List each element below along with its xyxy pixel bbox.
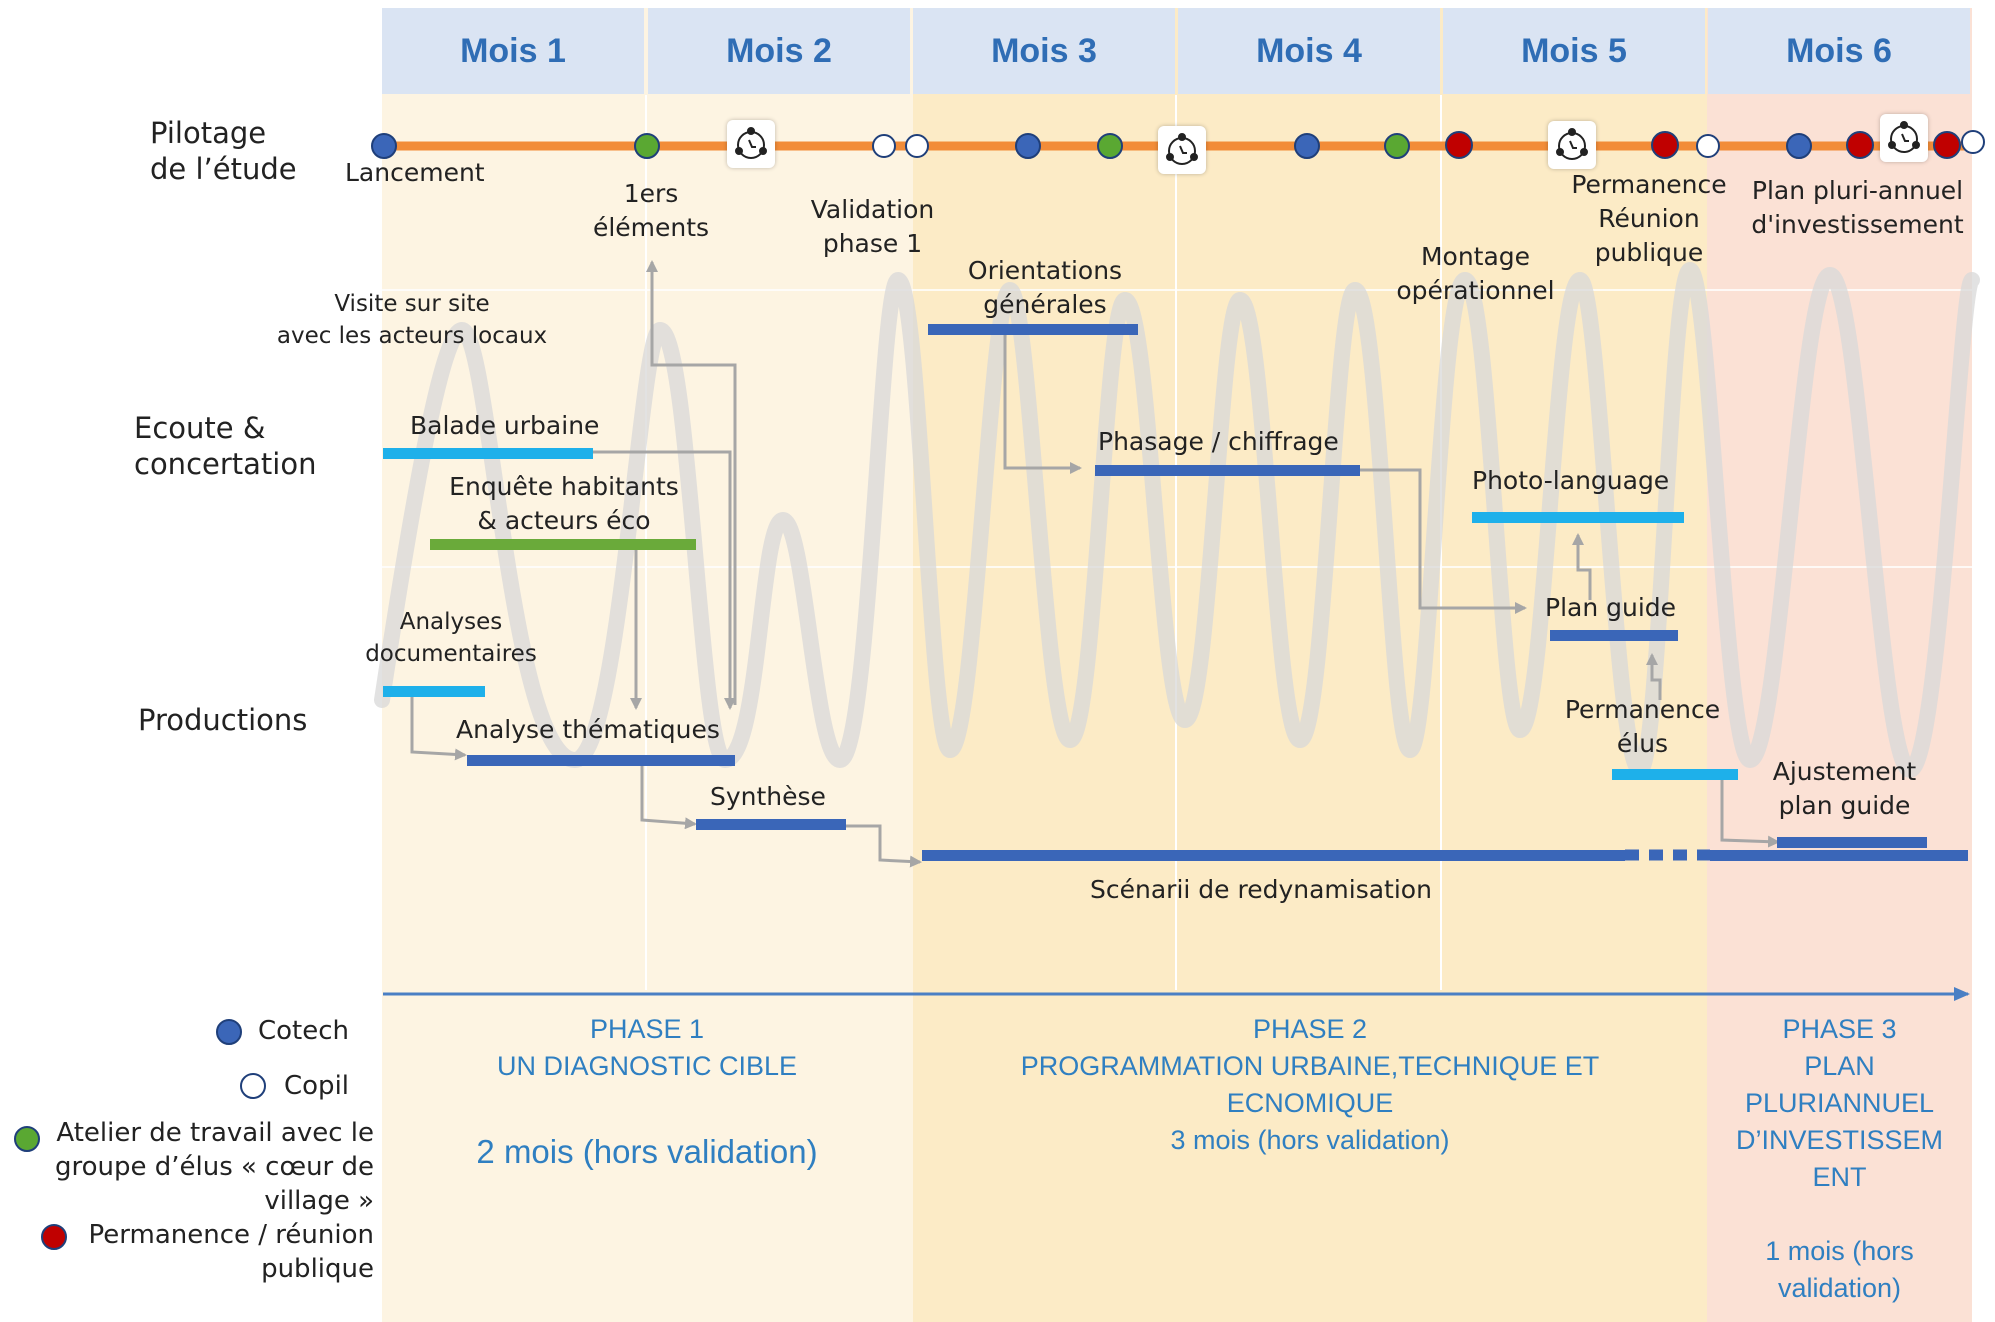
row-gridlines [382,289,1972,568]
permanence-dot [1933,131,1961,159]
label-orientations: Orientations générales [967,256,1123,319]
cotech-dot [1786,133,1812,159]
label-plan-guide: Plan guide [1545,593,1677,622]
label-enquete: Enquête habitants & acteurs éco [449,472,679,535]
legend-cotech-icon [216,1019,242,1045]
phase1-title: PHASE 1 UN DIAGNOSTIC CIBLE [496,1014,798,1081]
atelier-dot [634,133,660,159]
label-phasage: Phasage / chiffrage [1098,427,1339,456]
label-scenarii: Scénarii de redynamisation [1090,875,1432,904]
connector-analyses-to-thematiques [410,695,467,761]
scenarii-bar [922,850,1625,861]
connector-permanence-to-ajustement [1720,776,1780,848]
phasage-bar [1095,465,1360,476]
legend-cotech: Cotech [258,1016,350,1046]
cotech-dot [371,133,397,159]
legend-permanence-icon [41,1224,67,1250]
permanence-dot [1846,131,1874,159]
label-analyse-thematiques: Analyse thématiques [456,715,720,744]
row-label-productions: Productions [138,703,308,737]
legend-copil: Copil [284,1071,350,1101]
month-header-6: Mois 6 [1708,8,1970,94]
ajustement-bar [1777,837,1927,848]
month-header-1: Mois 1 [382,8,644,94]
decorative-wave [374,261,1980,779]
analyse-thematiques-bar [467,755,735,766]
label-permanence-reunion: Permanence Réunion publique [1571,170,1727,267]
connector-planguide-to-photo [1572,533,1592,600]
label-montage: Montage opérationnel [1396,242,1555,305]
phase3-description: PHASE 3 PLAN PLURIANNUEL D’INVESTISSEM E… [1707,1011,1972,1307]
copil-dot [1696,134,1720,158]
cotech-dot [1294,133,1320,159]
label-plan-pluriannuel: Plan pluri-annuel d'investissement [1751,176,1964,239]
label-lancement: Lancement [345,158,485,187]
scenarii-bar-end [1710,850,1968,861]
phase2-title: PHASE 2 PROGRAMMATION URBAINE,TECHNIQUE … [1020,1014,1600,1155]
label-visite: Visite sur site avec les acteurs locaux [276,291,548,349]
connector-permanence-to-planguide [1646,653,1662,700]
legend-atelier-icon [14,1126,40,1152]
atelier-dot [1384,133,1410,159]
connector-phasage-to-planguide [1360,468,1527,614]
enquete-bar [430,539,696,550]
synthese-bar [696,819,846,830]
phase2-description: PHASE 2 PROGRAMMATION URBAINE,TECHNIQUE … [914,1011,1706,1159]
connector-orientations-to-phasage [1003,333,1082,474]
row-label-ecoute: Ecoute & concertation [134,411,317,481]
permanence-dot [1651,131,1679,159]
connector-balade-to-thematiques [592,450,736,710]
month-header-3: Mois 3 [913,8,1175,94]
connector-visite-to-1ers [646,260,737,705]
label-validation-phase1: Validation phase 1 [810,195,935,258]
orientations-bar [928,324,1138,335]
copil-dot [905,134,929,158]
analyses-documentaires-bar [383,686,485,697]
connector-synthese-to-scenarii [840,824,922,868]
month-header-4: Mois 4 [1178,8,1440,94]
copil-dot [872,134,896,158]
legend-permanence: Permanence / réunion publique [88,1220,374,1284]
month-header-5: Mois 5 [1443,8,1705,94]
permanence-dot [1445,131,1473,159]
label-balade: Balade urbaine [410,411,600,440]
phase1-background [382,8,913,1322]
legend-atelier: Atelier de travail avec le groupe d’élus… [54,1118,374,1216]
month-header-2: Mois 2 [648,8,910,94]
atelier-dot [1097,133,1123,159]
permanence-elus-bar [1612,769,1738,780]
photo-language-bar [1472,512,1684,523]
label-ajustement: Ajustement plan guide [1772,757,1917,820]
balade-urbaine-bar [383,448,593,459]
cotech-dot [1015,133,1041,159]
row-label-pilotage: Pilotage de l’étude [150,116,297,186]
phase1-duration: 2 mois (hors validation) [476,1133,818,1170]
connector-thematiques-to-synthese [640,762,697,830]
phase1-description: PHASE 1 UN DIAGNOSTIC CIBLE 2 mois (hors… [383,1011,911,1170]
phase3-title: PHASE 3 PLAN PLURIANNUEL D’INVESTISSEM E… [1735,1014,1944,1303]
copil-dot [1961,130,1985,154]
plan-guide-bar [1550,630,1678,641]
label-photo-language: Photo-language [1472,466,1670,495]
legend-copil-icon [240,1073,266,1099]
label-permanence-elus: Permanence élus [1564,695,1721,758]
label-analyses-doc: Analyses documentaires [365,609,537,667]
label-1ers-elements: 1ers éléments [592,179,710,242]
label-synthese: Synthèse [710,782,826,811]
